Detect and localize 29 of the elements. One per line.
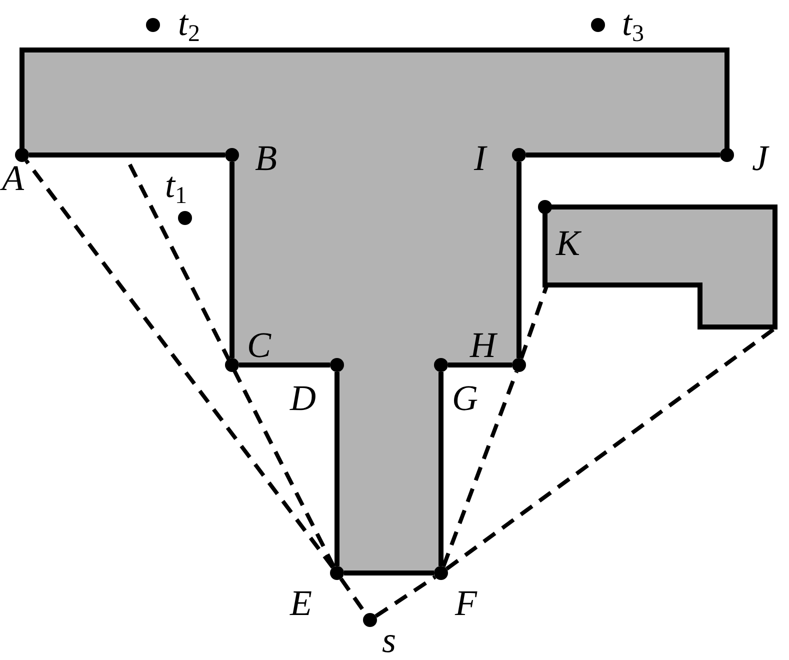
point-label: B — [255, 140, 277, 176]
point-label: I — [474, 140, 486, 176]
point-label: t$_{3}$ — [622, 5, 644, 46]
polygon-edge — [344, 570, 434, 576]
dashed-line — [374, 575, 436, 618]
point-label: D — [290, 380, 316, 416]
polygon-edge — [334, 372, 340, 566]
polygon-edge — [526, 152, 720, 158]
dashed-line — [24, 159, 334, 569]
point-label: t$_{2}$ — [178, 5, 200, 46]
polygon-edge — [29, 152, 225, 158]
polygon-edge — [516, 162, 522, 358]
polygon-edge — [438, 372, 444, 566]
point-label: H — [470, 327, 496, 363]
dashed-line — [442, 370, 518, 568]
point-label: F — [455, 585, 477, 621]
point-label: A — [2, 160, 24, 196]
obstacle-polygon — [542, 204, 778, 330]
point-label: G — [452, 380, 478, 416]
point-label: E — [290, 585, 312, 621]
point-label: J — [752, 140, 768, 176]
point-label: C — [247, 327, 272, 363]
polygon-edge — [239, 362, 330, 368]
dashed-line — [445, 327, 776, 570]
polygon-edge — [230, 162, 234, 358]
polygon-edge — [448, 362, 512, 368]
point-label: t$_{1}$ — [165, 167, 188, 208]
point-label: K — [556, 225, 580, 261]
point-label: s — [382, 622, 396, 658]
